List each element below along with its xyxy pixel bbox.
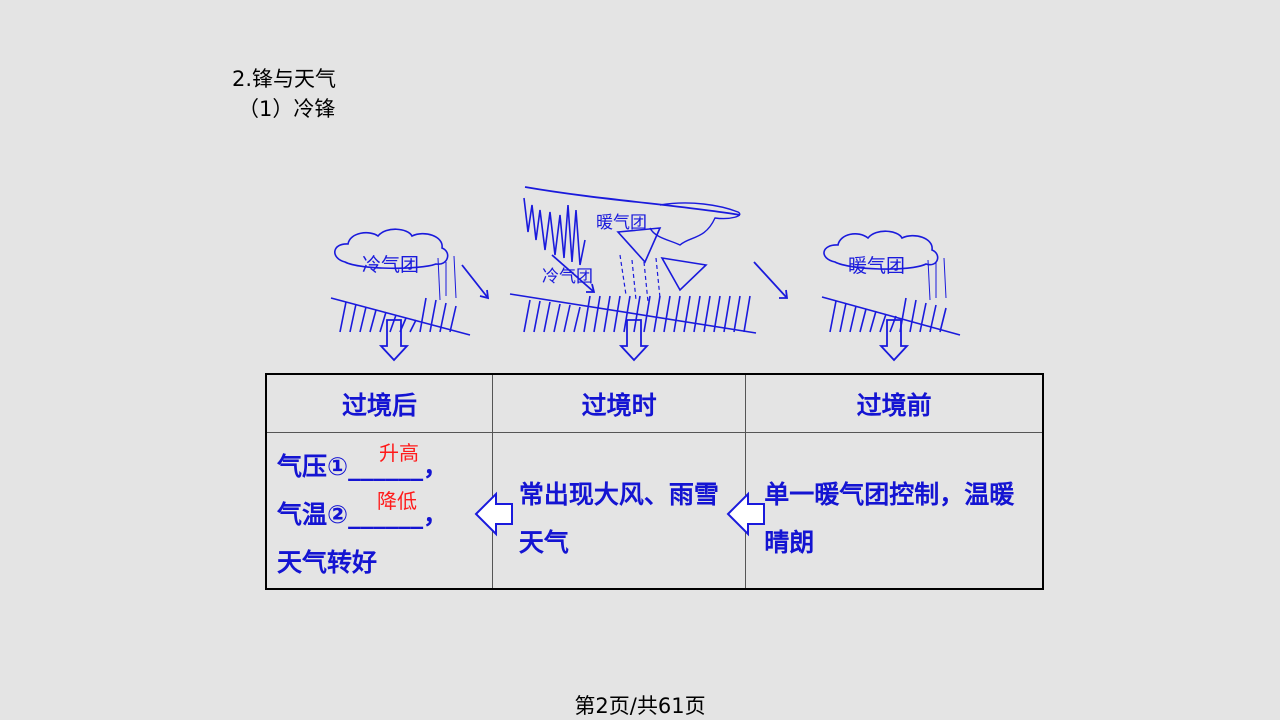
left-hatch: [339, 297, 457, 333]
heading-line1: 2.锋与天气: [232, 67, 337, 91]
slide-heading: 2.锋与天气 （1）冷锋: [232, 64, 336, 124]
front-surface-line: [524, 186, 741, 216]
storm-waves: [523, 197, 586, 266]
table-header-row: 过境后 过境时 过境前: [265, 373, 1044, 433]
right-ground-line: [821, 296, 961, 336]
during-text: 常出现大风、雨雪天气: [518, 480, 719, 557]
left-down-arrow-icon: [378, 319, 410, 362]
middle-down-arrow-icon: [618, 319, 650, 362]
temperature-line: 气温②______，: [277, 500, 449, 529]
header-after: 过境后: [265, 373, 493, 433]
cell-before: 单一暖气团控制，温暖晴朗: [745, 432, 1044, 590]
middle-cloud-icon: [649, 202, 741, 246]
page-indicator: 第2页/共61页: [574, 694, 706, 718]
right-hatch: [829, 297, 947, 333]
right-air-mass-label: 暖气团: [848, 255, 906, 277]
right-cloud-icon: [823, 230, 939, 270]
middle-cold-air-label: 冷气团: [542, 267, 593, 287]
table-body-row: 气压①______， 升高 气温②______， 降低 天气转好 常出现大风、雨…: [265, 432, 1044, 590]
answer-temperature: 降低: [377, 489, 417, 513]
cell-after: 气压①______， 升高 气温②______， 降低 天气转好: [265, 432, 493, 590]
left-air-mass-label: 冷气团: [362, 254, 420, 276]
cell-during: 常出现大风、雨雪天气: [491, 432, 747, 590]
left-ground-line: [330, 297, 471, 336]
heading-line2: （1）冷锋: [238, 97, 336, 121]
header-before: 过境前: [745, 373, 1044, 433]
cold-front-weather-table: 过境后 过境时 过境前 气压①______， 升高 气温②______， 降低 …: [265, 373, 1044, 590]
right-down-arrow-icon: [878, 319, 910, 362]
pressure-line: 气压①______，: [277, 452, 449, 481]
middle-warm-air-label: 暖气团: [596, 213, 647, 233]
left-cloud-icon: [334, 228, 449, 270]
weather-improves-line: 天气转好: [277, 548, 378, 577]
before-text: 单一暖气团控制，温暖晴朗: [764, 480, 1015, 557]
answer-pressure: 升高: [379, 441, 419, 465]
middle-hatch: [523, 295, 751, 333]
header-during: 过境时: [491, 373, 747, 433]
